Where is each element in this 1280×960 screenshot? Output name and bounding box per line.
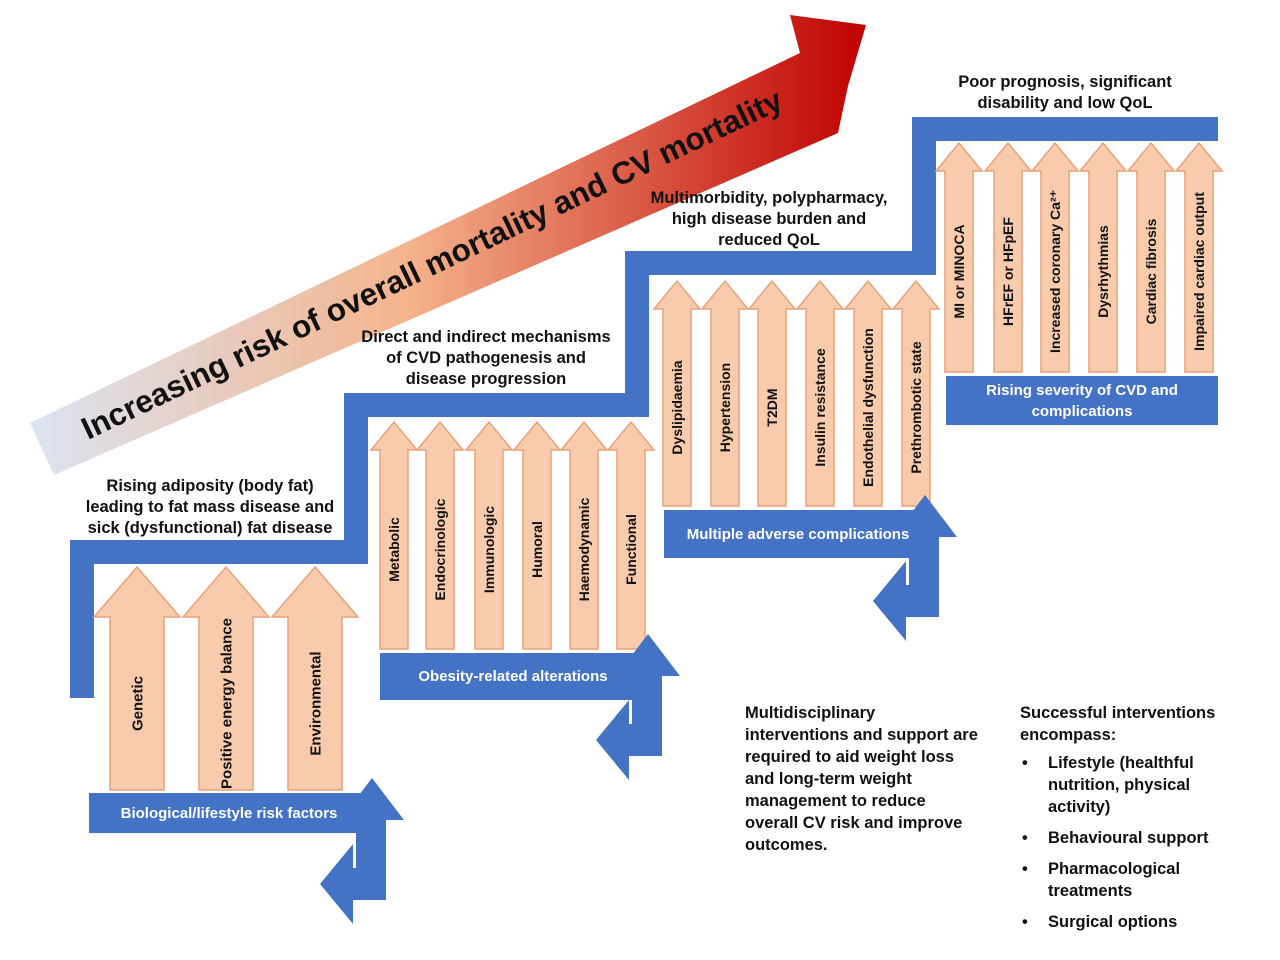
stage-3-header: Multimorbidity, polypharmacy, high disea…	[650, 189, 888, 249]
factor-label: Increased coronary Ca²⁺	[1047, 190, 1063, 353]
factor-label: Functional	[623, 514, 639, 585]
cvd-severity-box: Rising severity of CVD and complications	[946, 376, 1218, 425]
factor-label: Prethrombotic state	[908, 341, 924, 473]
factor-arrow	[795, 279, 845, 507]
factor-arrow	[891, 279, 941, 507]
factor-label: MI or MINOCA	[951, 224, 967, 318]
factor-label: Insulin resistance	[812, 348, 828, 466]
bent-arrow	[873, 495, 957, 641]
factor-arrow	[934, 141, 984, 373]
factor-arrow	[983, 141, 1033, 373]
factor-label: Dyslipidaemia	[669, 360, 685, 454]
factor-arrow	[415, 420, 465, 650]
successful-interventions: Successful interventions encompass: •Lif…	[1020, 702, 1260, 942]
factor-arrow	[606, 420, 656, 650]
factor-arrow	[512, 420, 562, 650]
list-item: •Lifestyle (healthful nutrition, physica…	[1022, 754, 1194, 816]
biological-risk-factors-box: Biological/lifestyle risk factors	[89, 793, 369, 833]
factor-arrow	[843, 279, 893, 507]
factor-label: Impaired cardiac output	[1191, 192, 1207, 351]
factor-arrow	[652, 279, 702, 507]
list-item: •Behavioural support	[1022, 829, 1209, 847]
bent-arrow	[320, 778, 404, 924]
stage-4-header: Poor prognosis, significant disability a…	[958, 73, 1172, 112]
factor-arrow	[1174, 141, 1224, 373]
bent-arrow	[596, 634, 680, 780]
factor-label: Immunologic	[481, 506, 497, 593]
obesity-alterations-box: Obesity-related alterations	[380, 653, 646, 700]
factor-label: Haemodynamic	[576, 498, 592, 602]
list-item: •Pharmacological treatments	[1022, 860, 1181, 900]
factor-label: T2DM	[764, 388, 780, 426]
factor-arrow	[270, 565, 360, 791]
interventions-text: Multidisciplinary interventions and supp…	[745, 704, 978, 854]
factor-label: Positive energy balance	[218, 618, 235, 789]
list-item: •Surgical options	[1022, 913, 1178, 931]
factor-arrows	[92, 141, 1224, 791]
factor-arrow	[464, 420, 514, 650]
stage-1-header: Rising adiposity (body fat) leading to f…	[85, 477, 335, 537]
interventions-list: •Lifestyle (healthful nutrition, physica…	[1020, 752, 1260, 933]
factor-arrow	[1126, 141, 1176, 373]
factor-arrow	[181, 565, 271, 791]
factor-label: Humoral	[529, 521, 545, 578]
intervention-arrows	[320, 495, 957, 924]
factor-label: HFrEF or HFpEF	[1000, 217, 1016, 326]
factor-arrow	[559, 420, 609, 650]
factor-label: Cardiac fibrosis	[1143, 218, 1159, 324]
staircase-line	[70, 117, 1218, 698]
factor-arrow	[747, 279, 797, 507]
successful-interventions-title: Successful interventions encompass:	[1020, 704, 1216, 744]
factor-label: Genetic	[129, 676, 146, 731]
factor-label: Dysrhythmias	[1095, 225, 1111, 318]
factor-arrow	[92, 565, 182, 791]
factor-label: Metabolic	[386, 517, 402, 582]
factor-arrow	[1030, 141, 1080, 373]
stage-2-header: Direct and indirect mechanisms of CVD pa…	[361, 328, 611, 388]
adverse-complications-box: Multiple adverse complications	[664, 510, 932, 558]
factor-arrow	[700, 279, 750, 507]
factor-label: Hypertension	[717, 363, 733, 452]
factor-label: Environmental	[307, 651, 324, 755]
factor-label: Endothelial dysfunction	[860, 328, 876, 487]
factor-labels: Genetic Positive energy balance Environmen…	[129, 190, 1207, 789]
factor-arrow	[1078, 141, 1128, 373]
factor-arrow	[369, 420, 419, 650]
factor-label: Endocrinologic	[432, 498, 448, 600]
